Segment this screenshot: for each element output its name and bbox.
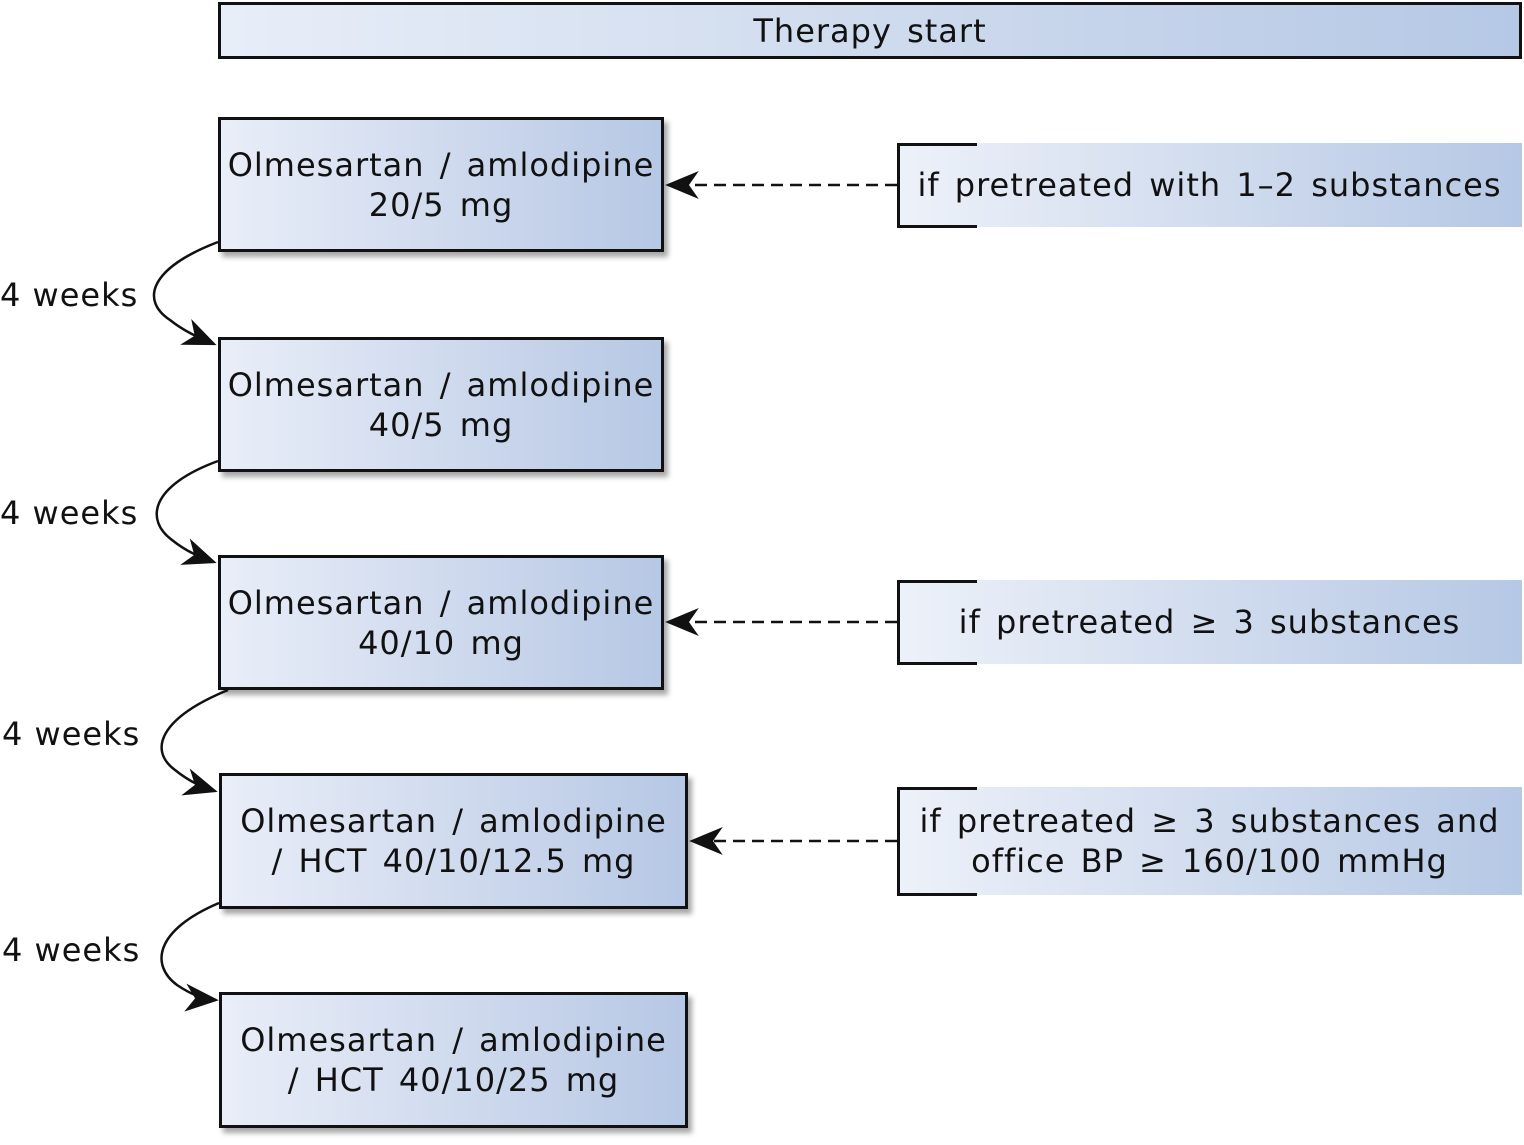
condition-box-3: if pretreated ≥ 3 substances and office …: [897, 787, 1522, 895]
step-arrow-2: [155, 459, 219, 565]
interval-label-1: 4 weeks: [0, 276, 139, 314]
interval-label-3: 4 weeks: [2, 715, 141, 753]
condition-box-2: if pretreated ≥ 3 substances: [897, 580, 1522, 664]
step-dose-label: / HCT 40/10/12.5 mg: [271, 842, 636, 880]
condition-label: if pretreated with 1–2 substances: [917, 166, 1502, 204]
step-drug-label: Olmesartan / amlodipine: [240, 802, 667, 840]
step-arrow-1: [152, 240, 219, 346]
condition-label: if pretreated ≥ 3 substances: [958, 603, 1461, 641]
step-box-1: Olmesartan / amlodipine 20/5 mg: [218, 117, 664, 252]
step-dose-label: 40/10 mg: [358, 623, 524, 662]
therapy-start-label: Therapy start: [753, 11, 987, 50]
step-dose-label: / HCT 40/10/25 mg: [287, 1061, 620, 1099]
step-box-2: Olmesartan / amlodipine 40/5 mg: [218, 337, 664, 472]
step-drug-label: Olmesartan / amlodipine: [227, 583, 655, 622]
step-arrow-4: [160, 901, 220, 1012]
step-dose-label: 20/5 mg: [368, 185, 514, 224]
step-drug-label: Olmesartan / amlodipine: [227, 145, 655, 184]
condition-label-line2: office BP ≥ 160/100 mmHg: [971, 842, 1448, 880]
step-box-4: Olmesartan / amlodipine / HCT 40/10/12.5…: [219, 773, 688, 909]
step-drug-label: Olmesartan / amlodipine: [240, 1021, 667, 1059]
step-arrow-3: [160, 688, 229, 796]
step-box-5: Olmesartan / amlodipine / HCT 40/10/25 m…: [219, 992, 688, 1128]
interval-label-2: 4 weeks: [0, 494, 139, 532]
interval-label-4: 4 weeks: [2, 931, 141, 969]
therapy-start-banner: Therapy start: [218, 2, 1522, 59]
step-box-3: Olmesartan / amlodipine 40/10 mg: [218, 555, 664, 690]
condition-box-1: if pretreated with 1–2 substances: [897, 143, 1522, 227]
condition-label-line1: if pretreated ≥ 3 substances and: [919, 802, 1500, 840]
step-drug-label: Olmesartan / amlodipine: [227, 365, 655, 404]
step-dose-label: 40/5 mg: [368, 405, 514, 444]
